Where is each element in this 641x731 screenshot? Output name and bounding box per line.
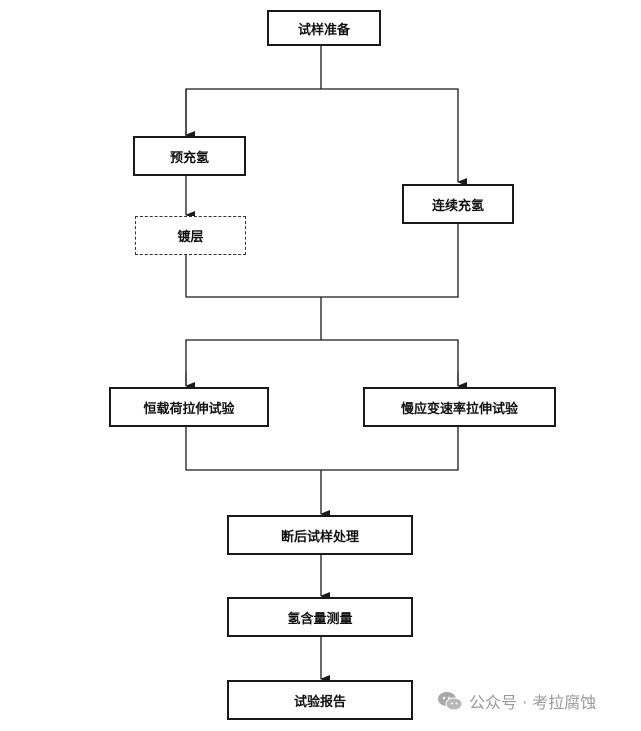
connector [185, 224, 459, 298]
node-sample-prep: 试样准备 [267, 10, 381, 46]
connector [185, 339, 459, 385]
wechat-icon [438, 692, 463, 711]
node-post-fracture-processing: 断后试样处理 [227, 515, 413, 555]
watermark-text: 公众号 · 考拉腐蚀 [469, 693, 597, 712]
node-constant-load-test: 恒载荷拉伸试验 [109, 387, 269, 427]
connector [185, 426, 459, 471]
node-coating: 镀层 [135, 216, 246, 255]
node-continuous-charge: 连续充氢 [402, 184, 514, 224]
node-slow-strain-rate-test: 慢应变速率拉伸试验 [363, 387, 556, 427]
node-test-report: 试验报告 [227, 680, 413, 720]
watermark: 公众号 · 考拉腐蚀 [437, 689, 596, 713]
node-hydrogen-content-measurement: 氢含量测量 [227, 597, 413, 637]
node-pre-charge: 预充氢 [133, 136, 246, 176]
